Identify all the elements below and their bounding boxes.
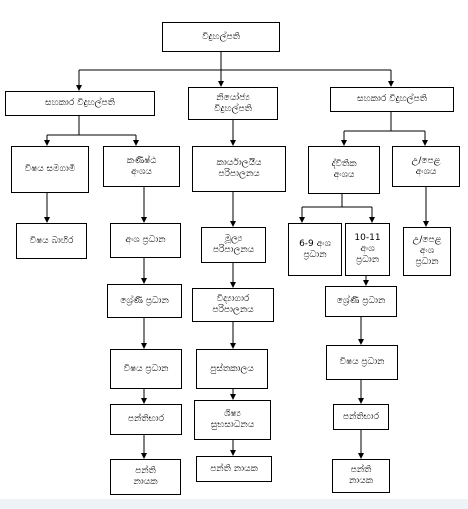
node-office-administration: කාර්යාලයීය පරිපාලනය	[192, 146, 286, 192]
node-laboratory-administration: විද්‍යාගාර පරිපාලනය	[192, 288, 274, 322]
node-al-section-heads: උ/පෙළ අංශ ප්‍රධාන	[403, 227, 451, 276]
node-student-welfare: ශිෂ්‍ය සුභසාධනය	[194, 400, 271, 440]
node-deputy-principal: නියෝජ්‍ය විදුහල්පති	[188, 87, 278, 120]
node-grade-heads-left: ශ්‍රේණි ප්‍රධාන	[107, 284, 182, 318]
node-co-curricular: විෂය සමගාමී	[11, 146, 89, 193]
node-class-leaders-right: පන්ති නායක	[332, 459, 390, 493]
node-subject-heads-right: විෂය ප්‍රධාන	[326, 345, 398, 380]
node-subject-heads-left: විෂය ප්‍රධාන	[110, 349, 182, 389]
node-junior-section: කණිෂ්ඨ අංශය	[103, 146, 180, 187]
node-secondary-section: ද්විතික අංශය	[308, 146, 380, 194]
node-al-section: උ/පෙළ අංශය	[392, 146, 460, 187]
node-assistant-principal-right: සහකාර විදුහල්පති	[330, 87, 454, 112]
node-class-leaders-left: පන්ති නායක	[110, 459, 181, 495]
node-finance-administration: මූල්‍ය පරිපාලනය	[201, 227, 266, 263]
node-grade-6-9-heads: 6-9 අංශ ප්‍රධාන	[288, 223, 342, 276]
node-principal: විදුහල්පති	[162, 22, 280, 52]
bottom-strip	[0, 499, 468, 509]
node-class-leaders-middle: පන්ති නායක	[196, 456, 272, 482]
node-assistant-principal-left: සහකාර විදුහල්පති	[5, 91, 155, 116]
node-library: පුස්තකාලය	[196, 349, 268, 389]
node-extra-curricular: විෂය බාහිර	[16, 223, 87, 259]
node-grade-heads-right: ශ්‍රේණි ප්‍රධාන	[325, 286, 397, 317]
node-section-heads: අංශ ප්‍රධාන	[110, 223, 181, 258]
node-class-teachers-left: පන්තිභාර	[110, 404, 182, 435]
node-grade-10-11-heads: 10-11 අංශ ප්‍රධාන	[345, 223, 390, 276]
node-class-teachers-right: පන්තිභාර	[333, 404, 389, 430]
